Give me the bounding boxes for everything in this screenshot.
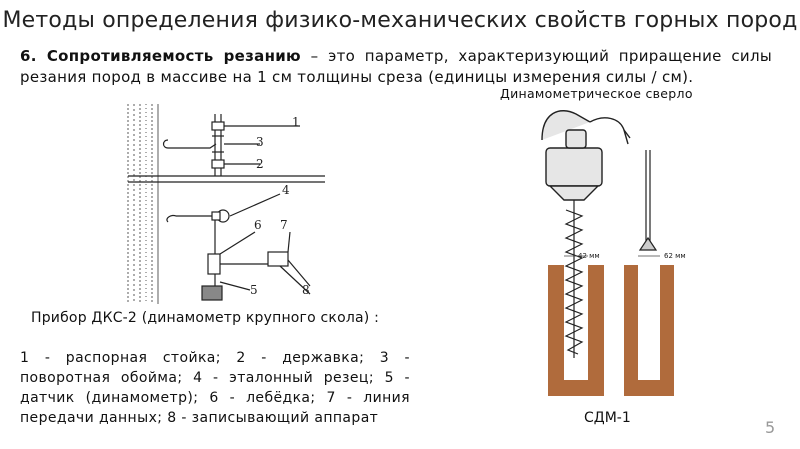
- slide-number: 5: [765, 418, 776, 437]
- definition-paragraph: 6. Сопротивляемость резанию – это параме…: [20, 46, 772, 88]
- dks2-diagram: 1 3 2 4 6 7 5 8: [127, 104, 325, 304]
- borehole-left: [548, 265, 604, 396]
- sdm1-caption: СДМ-1: [584, 410, 631, 426]
- drill-head: [541, 110, 631, 201]
- sdm1-drill-diagram: 42 мм 62 мм: [541, 110, 686, 396]
- callout-5: 5: [250, 283, 258, 297]
- definition-term: 6. Сопротивляемость резанию: [20, 47, 301, 65]
- slide-title: Методы определения физико-механических с…: [2, 8, 798, 33]
- callout-8: 8: [302, 283, 310, 297]
- dim-62: 62 мм: [664, 252, 686, 260]
- drill-auger: [564, 200, 584, 358]
- dks2-legend: 1 - распорная стойка; 2 - державка; 3 - …: [20, 350, 410, 426]
- rock-wall: [127, 104, 159, 304]
- dks2-caption: Прибор ДКС-2 (динамометр крупного скола)…: [30, 310, 380, 326]
- definition-text: – это параметр, характеризующий приращен…: [20, 47, 773, 86]
- callout-2: 2: [256, 157, 264, 171]
- drill-figure-label: Динамометрическое сверло: [500, 86, 693, 101]
- drill-rod: [638, 150, 658, 251]
- borehole-right: [624, 265, 674, 396]
- callout-6: 6: [254, 218, 262, 232]
- callout-7: 7: [280, 218, 288, 232]
- callout-3: 3: [256, 135, 264, 149]
- callout-1: 1: [292, 115, 300, 129]
- dim-42: 42 мм: [578, 252, 600, 260]
- callout-4: 4: [282, 183, 290, 197]
